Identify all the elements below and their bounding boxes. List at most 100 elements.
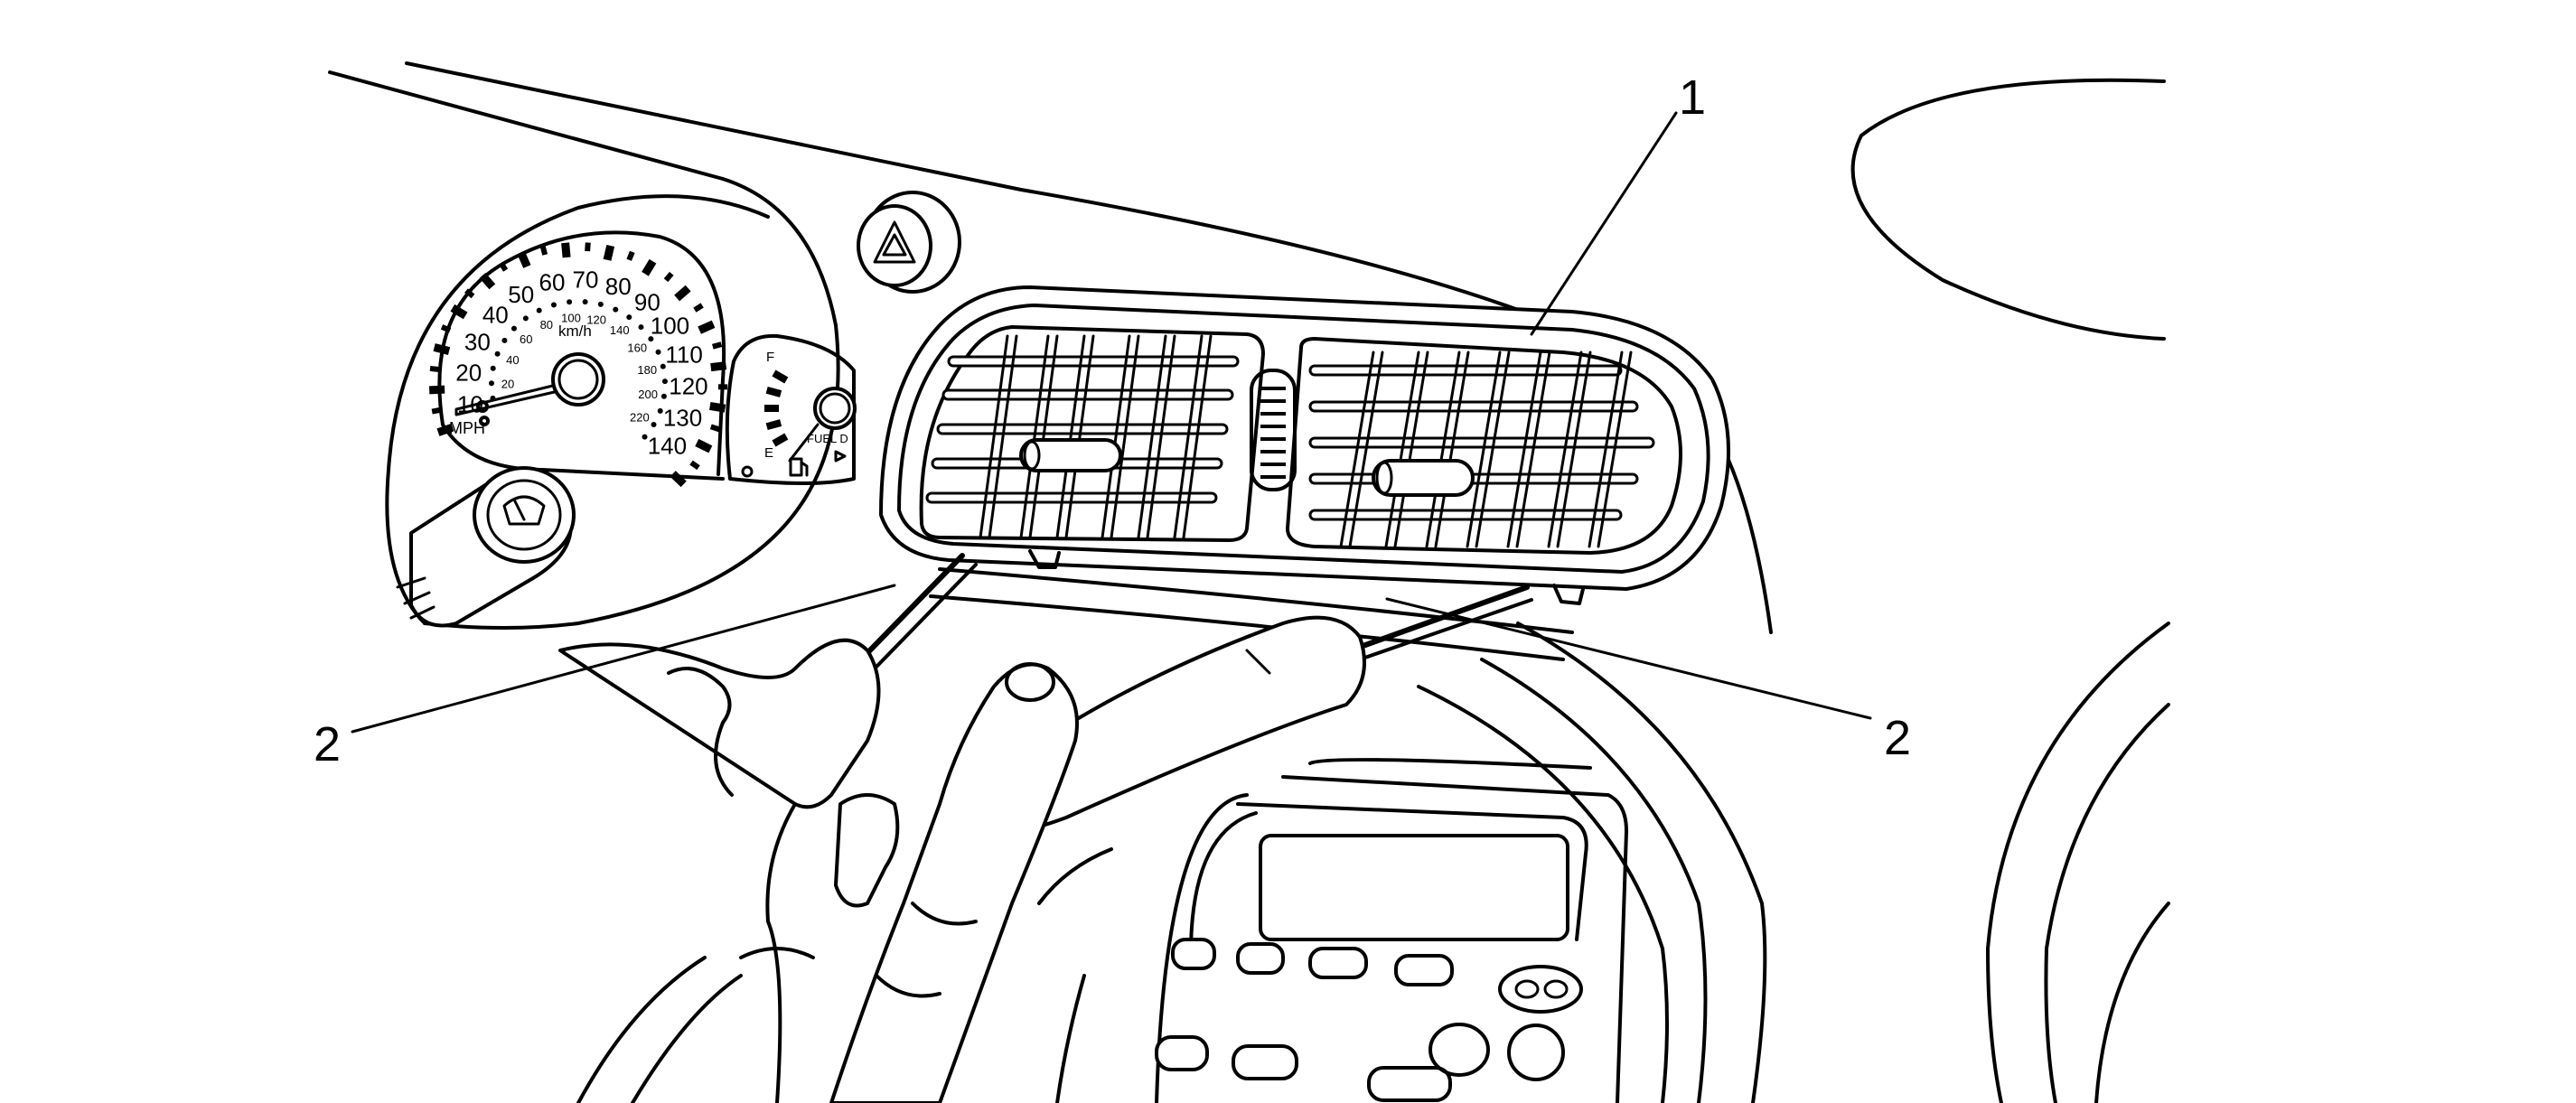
kmh-tick xyxy=(626,314,632,321)
speedometer-tick xyxy=(626,250,635,261)
mph-label: 110 xyxy=(665,341,702,369)
hazard-button xyxy=(857,191,961,294)
windshield-wiper-icon xyxy=(502,495,546,526)
speedometer-tick xyxy=(539,245,548,256)
mph-unit-label: MPH xyxy=(449,419,485,437)
speedometer-tick xyxy=(498,261,509,272)
speedometer-tick xyxy=(603,244,615,261)
vent-left-fin xyxy=(1137,334,1167,539)
mph-label: 120 xyxy=(669,373,707,400)
fuel-full-label: F xyxy=(766,350,774,365)
air-vent-assembly xyxy=(879,285,1730,605)
speedometer-tick xyxy=(693,303,704,313)
radio-button xyxy=(1171,938,1216,970)
kmh-tick xyxy=(660,363,666,369)
kmh-label: 20 xyxy=(501,377,514,390)
vent-right-fin xyxy=(1466,351,1502,548)
vent-left-fin xyxy=(1028,334,1059,539)
dashboard-outline xyxy=(328,61,1773,1103)
kmh-tick xyxy=(511,325,517,332)
vent-right-fin xyxy=(1597,351,1633,548)
speedometer-tick xyxy=(663,271,674,283)
speedometer-tick xyxy=(642,258,657,276)
fuel-empty-label: E xyxy=(764,445,773,461)
vent-right-fin xyxy=(1393,351,1429,548)
radio-button xyxy=(1155,1035,1209,1071)
vent-right-fin xyxy=(1515,351,1551,548)
vent-right-louver xyxy=(1308,400,1639,413)
kmh-tick xyxy=(638,324,644,331)
kmh-label: 40 xyxy=(506,353,519,367)
kmh-tick xyxy=(597,301,604,307)
speedometer-tick xyxy=(710,361,727,372)
kmh-tick xyxy=(657,407,663,414)
vent-right-fin xyxy=(1425,351,1461,548)
fuel-tick xyxy=(765,419,782,431)
kmh-label: 160 xyxy=(627,341,647,354)
vent-right-fin xyxy=(1339,351,1375,548)
callout-2-left-label: 2 xyxy=(314,717,341,771)
vent-left-louver xyxy=(947,355,1240,368)
vent-right-fin xyxy=(1475,351,1511,548)
kmh-tick xyxy=(567,299,573,305)
mph-label: 130 xyxy=(663,404,702,431)
kmh-tick xyxy=(655,349,661,355)
mph-label: 40 xyxy=(482,302,509,329)
speedometer-tick xyxy=(479,272,496,290)
callout-2-left: 2 xyxy=(314,584,896,771)
vent-left-fin xyxy=(1110,334,1140,539)
kmh-label: 180 xyxy=(637,363,657,377)
vent-right-adjust-knob xyxy=(1372,459,1475,497)
vent-right-louver xyxy=(1308,436,1655,449)
vent-left-fin xyxy=(1019,334,1050,539)
kmh-tick xyxy=(642,434,648,440)
vent-right-fin xyxy=(1384,351,1420,548)
mph-label: 20 xyxy=(455,359,482,386)
fuel-pump-icon xyxy=(789,457,809,477)
kmh-tick xyxy=(494,351,501,357)
kmh-tick xyxy=(613,306,619,313)
speedometer-tick xyxy=(712,341,723,350)
fuel-gauge-label: FUEL D xyxy=(807,432,848,445)
mph-label: 50 xyxy=(508,281,534,308)
vent-right-louver xyxy=(1308,509,1623,521)
mph-label: 60 xyxy=(539,268,566,295)
kmh-tick xyxy=(501,337,508,343)
vent-right-fin xyxy=(1506,351,1542,548)
kmh-unit-label: km/h xyxy=(558,322,592,340)
vent-left-fin xyxy=(1055,334,1086,539)
wiper-stalk xyxy=(396,466,576,628)
kmh-label: 220 xyxy=(630,411,650,425)
vent-right-fin xyxy=(1547,351,1583,548)
kmh-tick xyxy=(550,302,557,308)
radio-button xyxy=(1394,954,1454,986)
speedometer-tick xyxy=(689,460,700,471)
fuel-gauge: F E FUEL D xyxy=(725,333,857,485)
speedometer-tick xyxy=(433,343,451,355)
radio-button xyxy=(1236,942,1285,975)
kmh-tick xyxy=(651,421,657,427)
speedometer-tick xyxy=(517,251,531,268)
vent-left-fin xyxy=(1064,334,1095,539)
speedometer-tick xyxy=(450,304,468,320)
radio-knob xyxy=(1429,965,1583,1081)
radio-button xyxy=(1367,1066,1452,1102)
speedometer-tick xyxy=(709,401,726,413)
radio-buttons xyxy=(1155,938,1454,1102)
speedometer-needle xyxy=(454,352,605,416)
fuel-gauge-ticks xyxy=(764,369,789,447)
speedometer-tick xyxy=(585,242,591,252)
callout-2-right: 2 xyxy=(1385,597,1911,765)
mph-label: 140 xyxy=(648,433,687,460)
vent-left-louver xyxy=(941,388,1234,401)
kmh-label: 80 xyxy=(540,318,553,332)
mph-label: 80 xyxy=(605,273,632,300)
vent-right-fin xyxy=(1348,351,1384,548)
speedometer-tick xyxy=(431,407,442,415)
speedometer-tick xyxy=(670,471,687,488)
vent-left-fin xyxy=(1146,334,1176,539)
speedometer-tick xyxy=(436,423,454,436)
